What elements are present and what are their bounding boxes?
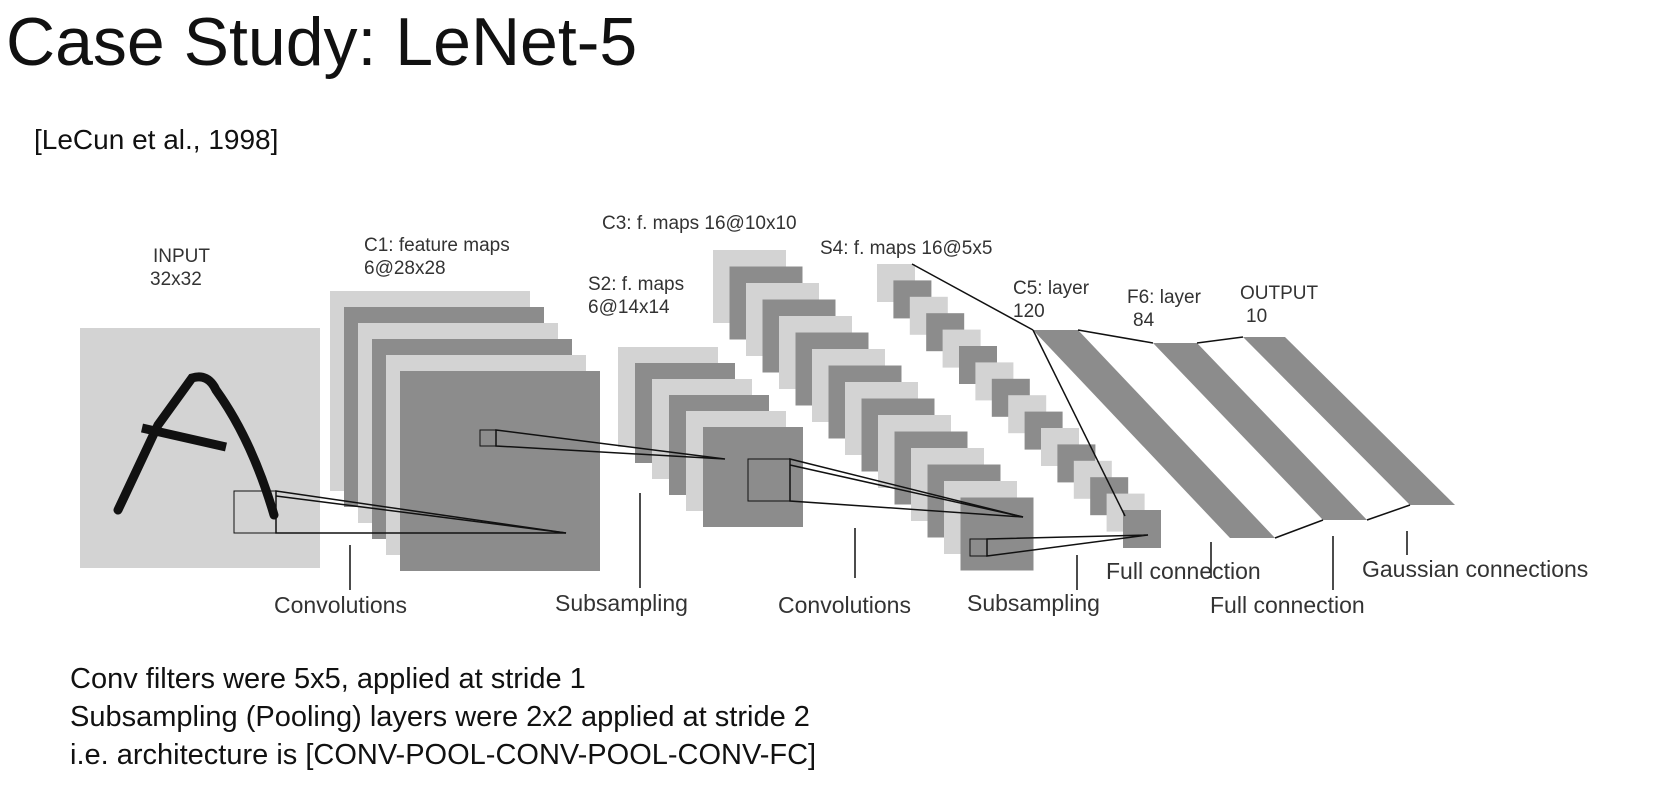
op-convolutions-1: Convolutions — [274, 592, 407, 618]
op-full-connection-2: Full connection — [1210, 592, 1365, 618]
input-to-c1-projection — [275, 490, 567, 534]
f6-size: 84 — [1133, 310, 1155, 331]
citation: [LeCun et al., 1998] — [34, 124, 279, 155]
s4-to-c5-connection-side — [1032, 329, 1126, 517]
s2-to-c3-projection — [789, 458, 1024, 518]
output-size: 10 — [1246, 306, 1267, 327]
c5-label: C5: layer — [1013, 278, 1090, 299]
c5-to-f6-connection-bottom — [1274, 519, 1324, 539]
c3-label: C3: f. maps 16@10x10 — [602, 213, 797, 234]
input-label: INPUT — [153, 246, 210, 267]
input-letter-a-stroke — [113, 372, 279, 520]
notes: Conv filters were 5x5, applied at stride… — [70, 660, 816, 774]
input-letter-a-crossbar — [141, 423, 227, 452]
s4-to-c5-connection-top — [911, 263, 1034, 331]
op-convolutions-2: Convolutions — [778, 592, 911, 618]
s4-label: S4: f. maps 16@5x5 — [820, 238, 992, 259]
slide-title: Case Study: LeNet-5 — [6, 4, 638, 80]
input-to-c1-projection-line — [275, 495, 567, 534]
output-layer — [1243, 337, 1455, 505]
output-label: OUTPUT — [1240, 283, 1319, 304]
s2-label: S2: f. maps — [588, 274, 684, 295]
s2-feature-map — [703, 427, 803, 527]
diagram-labels: INPUT 32x32 C1: feature maps 6@28x28 S2:… — [150, 213, 1588, 618]
note-line: i.e. architecture is [CONV-POOL-CONV-POO… — [70, 739, 817, 771]
op-full-connection-1: Full connection — [1106, 558, 1261, 584]
op-subsampling-2: Subsampling — [967, 590, 1100, 616]
c1-to-s2-projection — [495, 429, 726, 460]
f6-to-output-connection-top — [1196, 336, 1244, 344]
f6-layer — [1153, 343, 1367, 520]
c3-feature-map — [960, 497, 1034, 571]
op-gaussian-connections: Gaussian connections — [1362, 556, 1588, 582]
input-size: 32x32 — [150, 269, 202, 290]
c1-label: C1: feature maps — [364, 235, 510, 256]
c3-to-s4-projection — [986, 534, 1149, 557]
c1-size: 6@28x28 — [364, 258, 446, 279]
note-line: Subsampling (Pooling) layers were 2x2 ap… — [70, 701, 810, 733]
s2-to-c3-projection-line — [789, 464, 1024, 518]
s4-feature-map — [1123, 510, 1161, 548]
c5-to-f6-connection-top — [1077, 329, 1154, 344]
s2-size: 6@14x14 — [588, 297, 670, 318]
note-line: Conv filters were 5x5, applied at stride… — [70, 663, 586, 695]
diagram-shapes — [80, 250, 1455, 590]
f6-to-output-connection-bottom — [1366, 504, 1411, 521]
c1-feature-map — [400, 371, 600, 571]
op-subsampling-1: Subsampling — [555, 590, 688, 616]
c5-layer — [1033, 330, 1275, 538]
c5-size: 120 — [1013, 301, 1045, 322]
input-image — [80, 328, 320, 568]
f6-label: F6: layer — [1127, 287, 1202, 308]
